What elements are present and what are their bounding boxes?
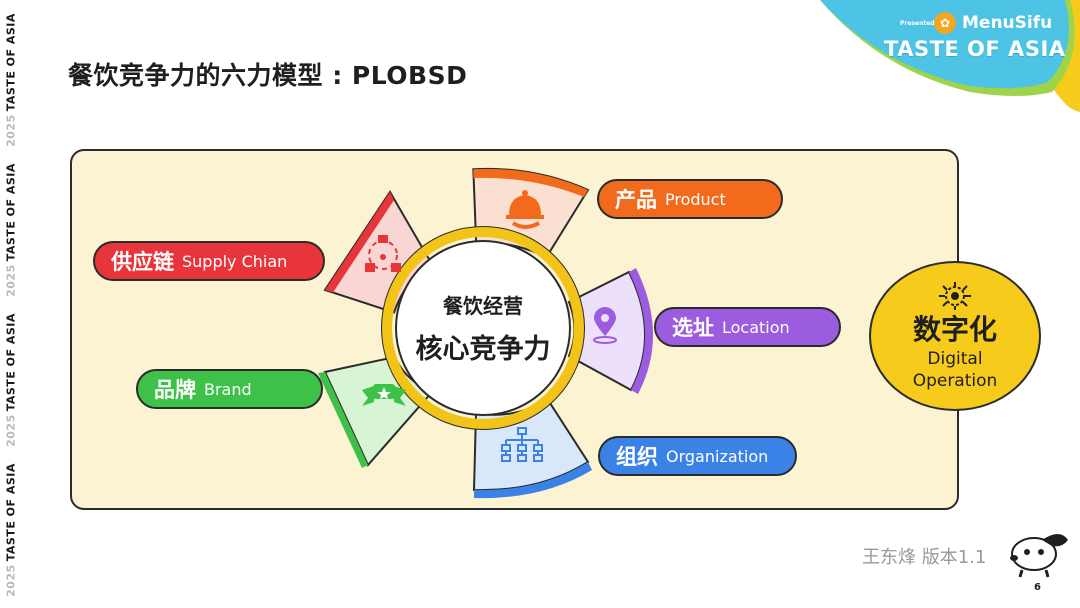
hub-subtitle: 餐饮经营 — [443, 294, 523, 318]
digital-gear-icon — [939, 282, 971, 310]
label-supply-chain: 供应链 Supply Chian — [93, 241, 325, 281]
page-number: 6 — [1034, 582, 1041, 593]
label-organization-en: Organization — [666, 446, 769, 466]
brand-corner-shape — [820, 0, 1080, 112]
label-location-en: Location — [722, 317, 790, 337]
digital-operation-node: 数字化 Digital Operation — [869, 261, 1041, 411]
presented-by-label: Presented by — [900, 20, 945, 27]
digital-title-zh: 数字化 — [912, 313, 997, 346]
label-supply-chain-zh: 供应链 — [111, 250, 174, 274]
supply-network-icon — [365, 235, 401, 272]
digital-title-en-2: Operation — [912, 371, 998, 391]
hub-title: 核心竞争力 — [415, 334, 551, 365]
label-product: 产品 Product — [597, 179, 783, 219]
event-logo-text: TASTE OF ASIA — [884, 37, 1066, 61]
map-pin-icon — [593, 307, 617, 344]
label-location-zh: 选址 — [672, 316, 714, 340]
label-product-zh: 产品 — [615, 188, 657, 212]
star-ribbon-icon — [362, 384, 406, 406]
label-product-en: Product — [665, 189, 726, 209]
digital-title-en-1: Digital — [927, 349, 983, 369]
dog-mascot-icon — [1010, 534, 1068, 578]
serving-cloche-icon — [506, 190, 544, 229]
label-organization: 组织 Organization — [598, 436, 797, 476]
label-brand-zh: 品牌 — [154, 378, 196, 402]
author-version: 王东烽 版本1.1 — [862, 547, 987, 568]
label-brand-en: Brand — [204, 379, 252, 399]
label-organization-zh: 组织 — [616, 445, 658, 469]
menusifu-logo-icon: ✿ — [934, 12, 956, 34]
page-title: 餐饮竞争力的六力模型 : PLOBSD — [68, 61, 468, 90]
org-chart-icon — [501, 427, 543, 462]
label-supply-chain-en: Supply Chian — [182, 251, 288, 271]
label-brand: 品牌 Brand — [136, 369, 323, 409]
company-name: MenuSifu — [962, 13, 1053, 33]
core-competitiveness-hub: 餐饮经营 核心竞争力 — [395, 240, 571, 416]
label-location: 选址 Location — [654, 307, 841, 347]
